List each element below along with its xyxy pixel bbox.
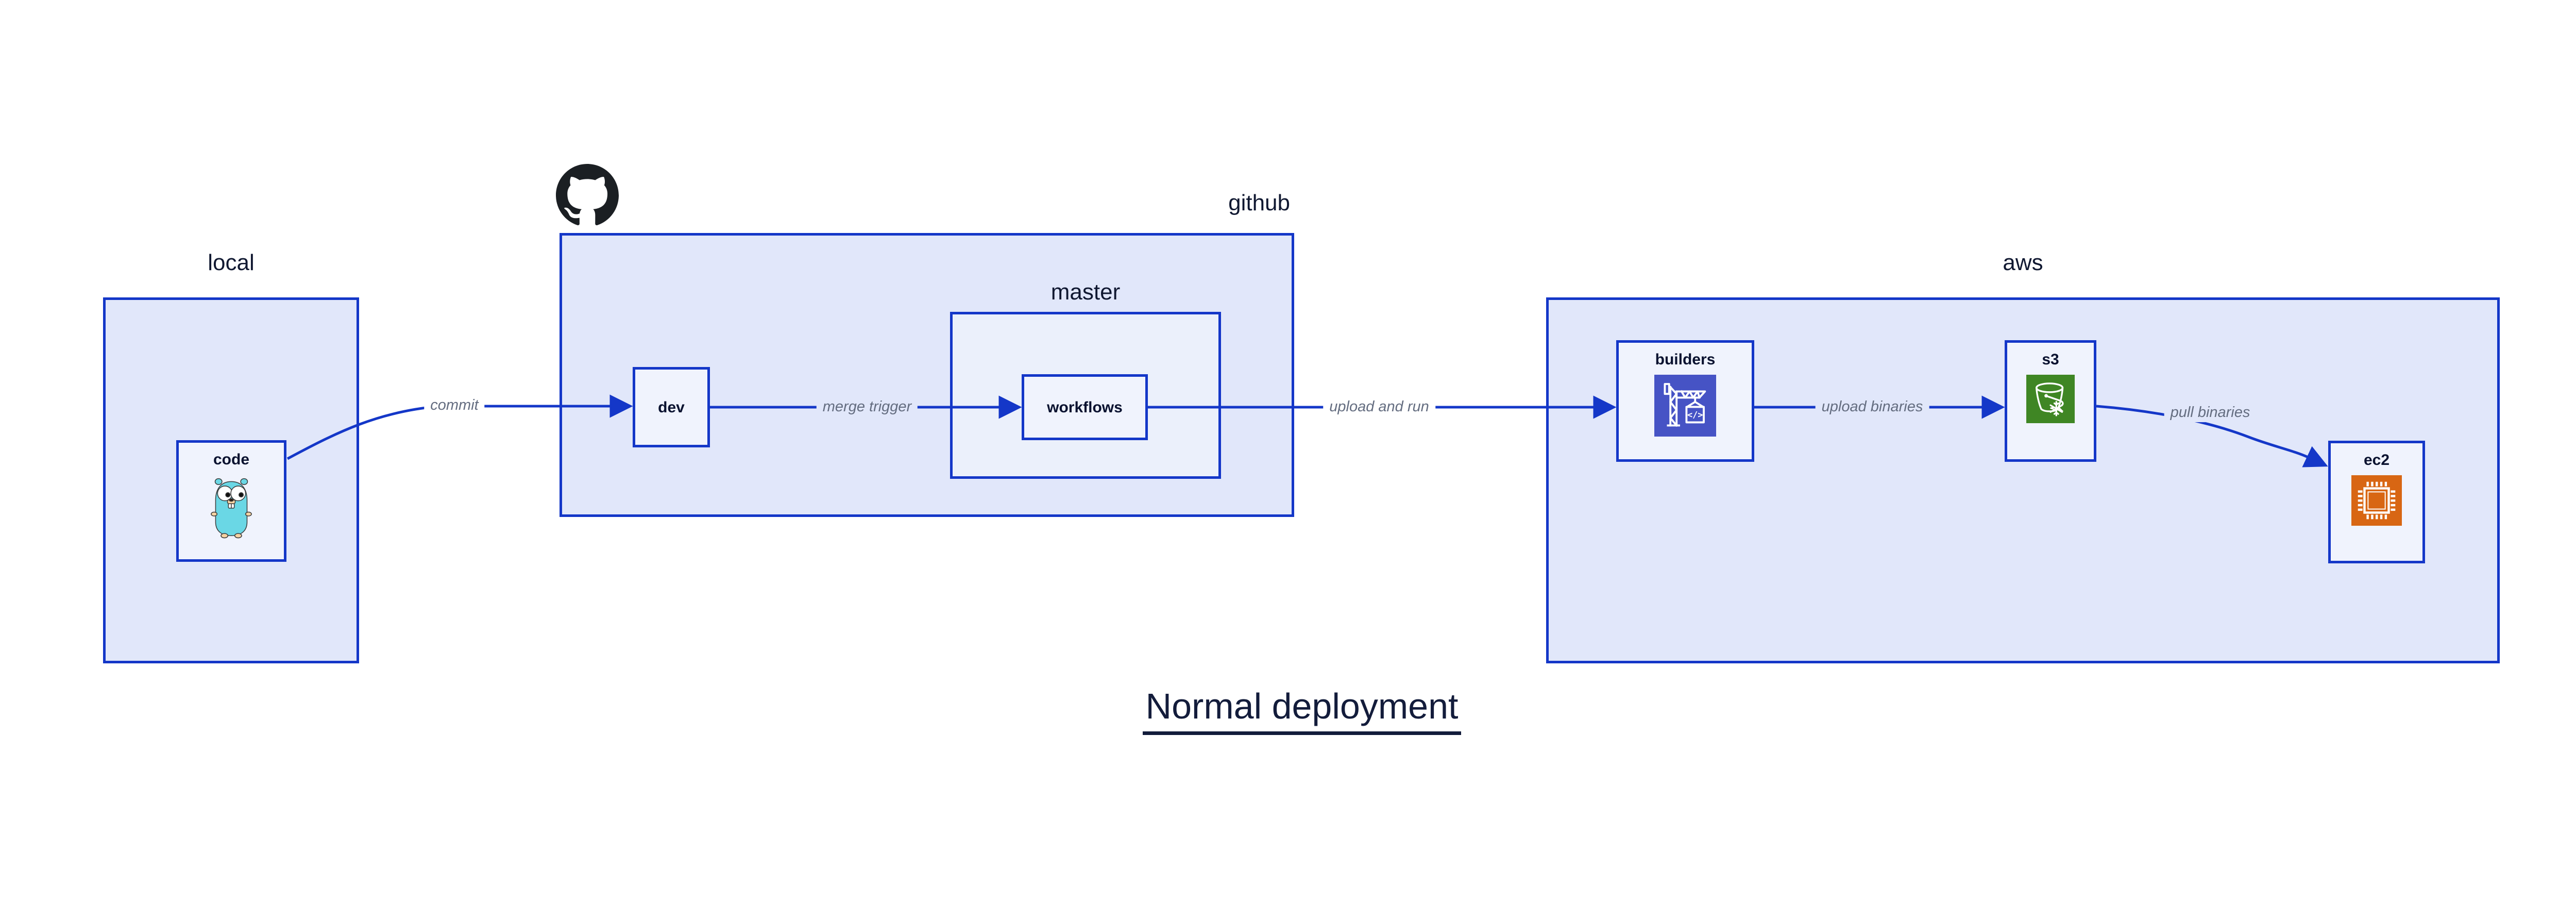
diagram-title: Normal deployment	[1142, 686, 1462, 735]
node-workflows-label: workflows	[1047, 398, 1123, 416]
node-ec2: ec2	[2328, 441, 2425, 563]
container-label-local: local	[208, 250, 255, 275]
node-s3-label: s3	[2042, 351, 2059, 368]
node-code-label: code	[213, 451, 250, 468]
aws-ec2-chip-icon	[2351, 475, 2402, 526]
diagram-title-row: Normal deployment	[0, 686, 2576, 735]
go-gopher-icon	[211, 478, 252, 539]
node-dev-label: dev	[658, 398, 685, 416]
node-workflows: workflows	[1022, 374, 1148, 440]
container-label-aws: aws	[2003, 250, 2043, 275]
container-label-github: github	[1228, 190, 1290, 215]
edge-label-commit: commit	[424, 396, 485, 415]
github-octocat-icon	[556, 164, 619, 225]
node-ec2-label: ec2	[2363, 452, 2390, 469]
container-label-master: master	[1050, 279, 1121, 305]
svg-text:</>: </>	[1687, 409, 1703, 420]
aws-s3-glacier-bucket-icon	[2026, 375, 2075, 423]
edge-label-upload-binaries: upload binaries	[1815, 398, 1929, 416]
edge-label-upload-and-run: upload and run	[1323, 398, 1435, 416]
edge-label-merge-trigger: merge trigger	[816, 398, 918, 416]
node-dev: dev	[633, 367, 710, 447]
node-code: code	[176, 440, 286, 562]
edge-label-pull-binaries: pull binaries	[2164, 404, 2257, 422]
node-s3: s3	[2005, 340, 2096, 462]
node-builders: builders </>	[1616, 340, 1754, 462]
aws-codebuild-crane-icon: </>	[1654, 375, 1716, 437]
node-builders-label: builders	[1655, 351, 1716, 368]
